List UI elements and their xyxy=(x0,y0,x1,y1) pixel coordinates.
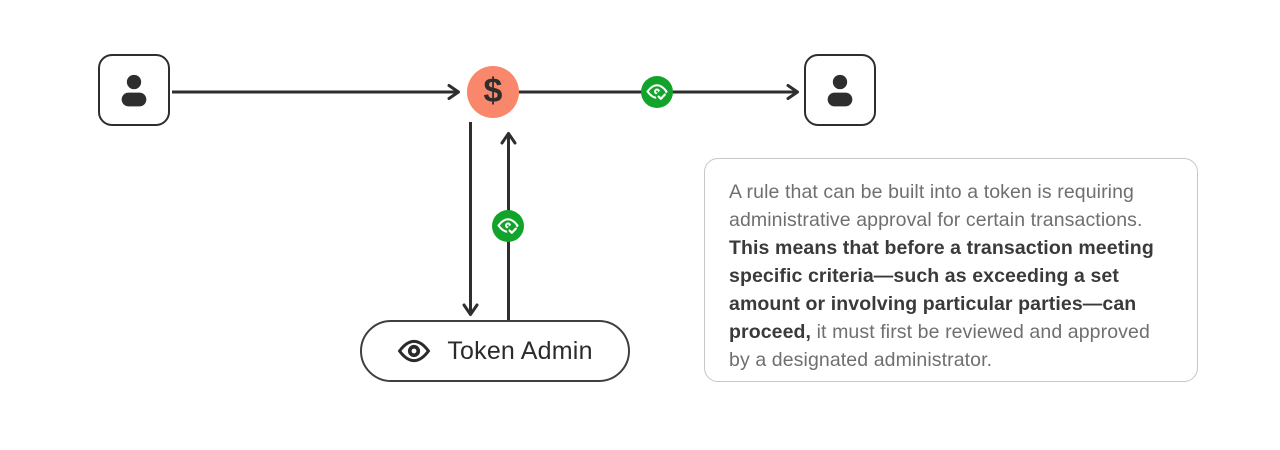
explanation-text-bold: This means that before a transaction mee… xyxy=(729,237,1154,343)
person-icon xyxy=(121,74,147,107)
explanation-text: A rule that can be built into a token is… xyxy=(729,178,1173,374)
receiver-node xyxy=(804,54,876,126)
dollar-icon: $ xyxy=(483,72,503,110)
token-admin-label: Token Admin xyxy=(447,336,593,365)
explanation-card: A rule that can be built into a token is… xyxy=(704,158,1198,382)
explanation-text-normal-2: it must first be reviewed and approved b… xyxy=(729,321,1150,371)
sender-node xyxy=(98,54,170,126)
token-admin-node: Token Admin xyxy=(360,320,630,382)
eye-check-icon xyxy=(646,84,668,103)
explanation-text-normal-1: A rule that can be built into a token is… xyxy=(729,181,1143,231)
review-approved-badge-vertical xyxy=(492,210,524,242)
eye-check-icon xyxy=(497,218,519,237)
token-node: $ xyxy=(467,66,519,118)
eye-icon xyxy=(398,339,431,363)
person-icon xyxy=(827,74,853,107)
review-approved-badge-horizontal xyxy=(641,76,673,108)
